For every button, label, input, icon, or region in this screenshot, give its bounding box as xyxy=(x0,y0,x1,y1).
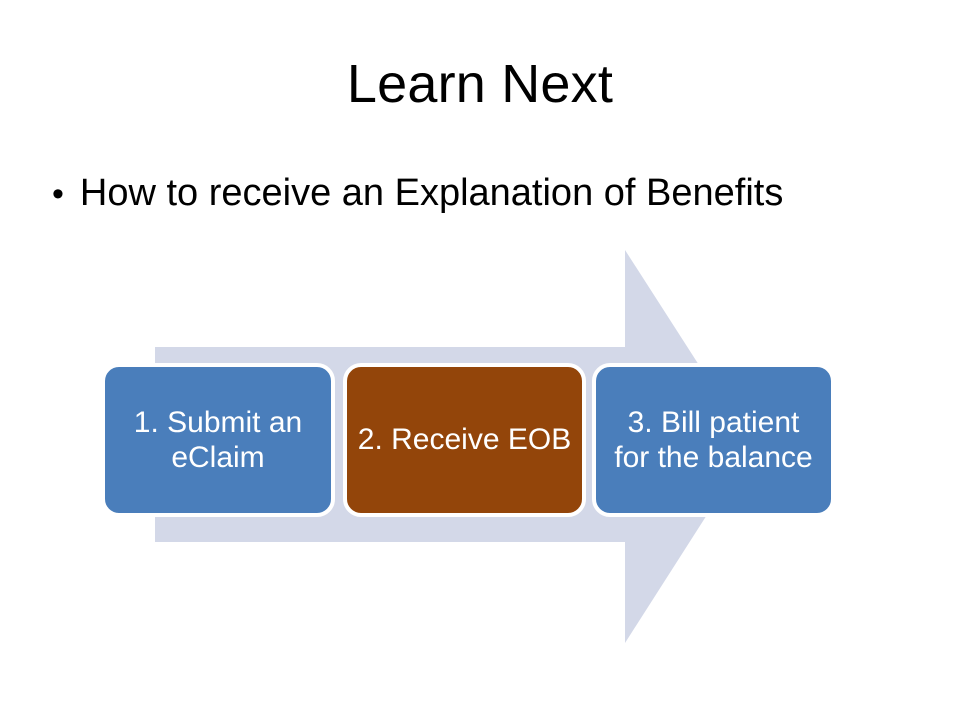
process-step-3-label: 3. Bill patient for the balance xyxy=(614,405,813,474)
bullet-list-item: • How to receive an Explanation of Benef… xyxy=(52,172,912,216)
page-title: Learn Next xyxy=(346,54,614,114)
bullet-item-label: How to receive an Explanation of Benefit… xyxy=(79,172,784,214)
process-step-2-label: 2. Receive EOB xyxy=(357,423,572,457)
process-step-1-label: 1. Submit an eClaim xyxy=(133,405,303,474)
process-step-2[interactable]: 2. Receive EOB xyxy=(343,363,586,517)
bullet-marker-icon: • xyxy=(52,175,64,213)
process-step-1[interactable]: 1. Submit an eClaim xyxy=(101,363,335,517)
process-step-3[interactable]: 3. Bill patient for the balance xyxy=(592,363,835,517)
